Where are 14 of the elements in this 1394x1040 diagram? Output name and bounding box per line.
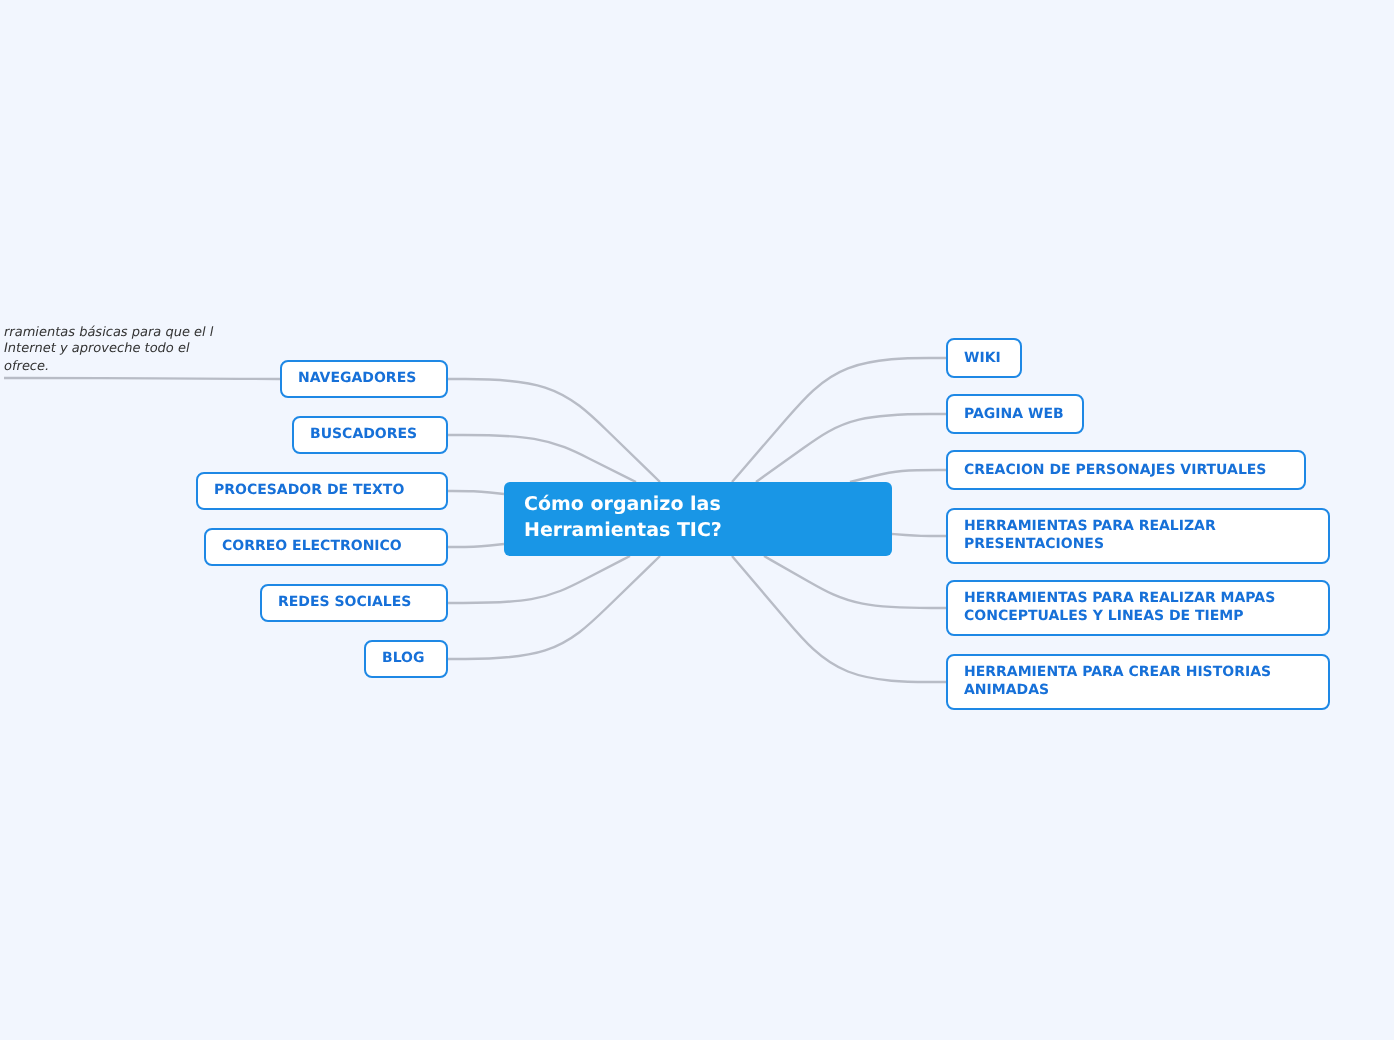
connector-line — [448, 433, 637, 484]
connector-line — [891, 532, 946, 538]
connector-line — [448, 542, 505, 549]
connector-line — [731, 356, 946, 483]
connector-line — [763, 554, 946, 610]
connector-line — [755, 412, 946, 483]
connector-line — [448, 489, 505, 496]
connector-line — [731, 555, 946, 684]
connector-line — [4, 376, 280, 381]
central-topic: Cómo organizo las Herramientas TIC? — [504, 482, 892, 556]
connector-line — [448, 554, 631, 605]
connector-line — [849, 468, 946, 484]
connector-line — [448, 555, 661, 661]
connector-line — [448, 377, 661, 483]
